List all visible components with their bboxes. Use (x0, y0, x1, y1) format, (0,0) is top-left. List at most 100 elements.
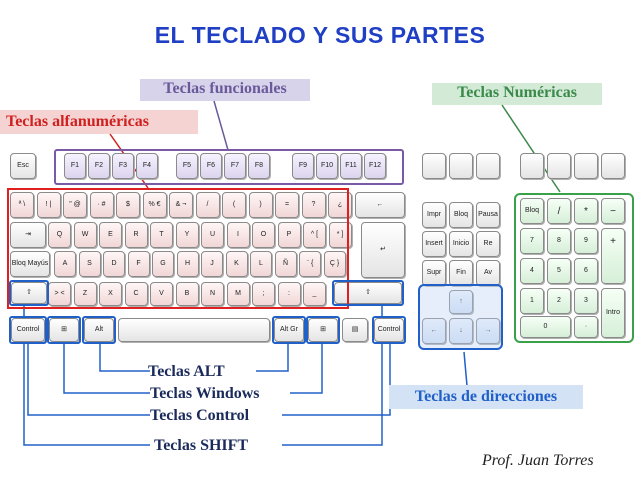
key-i[interactable]: I (226, 222, 250, 248)
key-numpad-top-2[interactable] (574, 153, 598, 179)
key-numpad-top-1[interactable] (547, 153, 571, 179)
key-numpad-minus[interactable]: − (601, 198, 625, 224)
key-f12[interactable]: F12 (364, 153, 386, 179)
key-f4[interactable]: F4 (136, 153, 158, 179)
key-q-row-10[interactable]: ^ [ (303, 222, 326, 248)
key-r[interactable]: R (124, 222, 148, 248)
key-numpad-4[interactable]: 4 (520, 258, 544, 284)
key-enter[interactable]: ↵ (361, 222, 405, 278)
key-a-row-10[interactable]: ¨ { (299, 251, 321, 277)
key-f11[interactable]: F11 (340, 153, 362, 179)
key-z-row-1[interactable]: Z (73, 282, 97, 306)
key-backspace[interactable]: ← (355, 192, 405, 218)
key-nav-top-0[interactable] (422, 153, 446, 179)
key-z-row-6[interactable]: N (201, 282, 224, 306)
key-nav-r3-0[interactable]: Supr (422, 260, 446, 286)
key-nav-r3-1[interactable]: Fin (449, 260, 473, 286)
key-a-row-4[interactable]: G (152, 251, 174, 277)
key-number-row-0[interactable]: ª \ (10, 192, 34, 218)
key-a-row-9[interactable]: Ñ (274, 251, 297, 277)
key-number-row-1[interactable]: ! | (36, 192, 61, 218)
key-f3[interactable]: F3 (112, 153, 134, 179)
key-a-row-0[interactable]: A (54, 251, 76, 277)
key-nav-r2-0[interactable]: Insert (422, 231, 446, 257)
key-numpad-top-0[interactable] (520, 153, 544, 179)
key-numpad-divide[interactable]: / (547, 198, 571, 224)
key-tab[interactable]: ⇥ (10, 222, 46, 248)
key-nav-r3-2[interactable]: Av Pág (476, 260, 500, 286)
key-nav-top-2[interactable] (476, 153, 500, 179)
key-z-row-9[interactable]: : (277, 282, 301, 306)
key-nav-r1-2[interactable]: Pausa (476, 202, 500, 228)
key-numpad-8[interactable]: 8 (547, 228, 571, 254)
key-w[interactable]: W (73, 222, 97, 248)
key-alt[interactable]: Alt (84, 318, 114, 342)
key-numpad-multiply[interactable]: * (574, 198, 598, 224)
key-z-row-4[interactable]: V (150, 282, 173, 306)
key-alt-gr[interactable]: Alt Gr (274, 318, 304, 342)
key-number-row-3[interactable]: · # (89, 192, 114, 218)
key-t[interactable]: T (150, 222, 173, 248)
key-q-row-11[interactable]: * ] (328, 222, 352, 248)
key-numpad-plus[interactable]: + (601, 228, 625, 284)
key-a-row-2[interactable]: D (103, 251, 125, 277)
key-numpad-2[interactable]: 2 (547, 288, 571, 314)
key-number-row-6[interactable]: & ¬ (169, 192, 193, 218)
key-numpad-top-3[interactable] (601, 153, 625, 179)
key-number-row-8[interactable]: ( (222, 192, 246, 218)
key-numpad-1[interactable]: 1 (520, 288, 544, 314)
key-menu[interactable]: ▤ (342, 318, 368, 342)
key-f6[interactable]: F6 (200, 153, 222, 179)
key-number-row-11[interactable]: ? (301, 192, 326, 218)
key-y[interactable]: Y (175, 222, 199, 248)
key-numpad-5[interactable]: 5 (547, 258, 571, 284)
key-number-row-7[interactable]: / (195, 192, 220, 218)
key-f5[interactable]: F5 (176, 153, 198, 179)
key-arrow-up[interactable]: ↑ (449, 290, 473, 314)
key-a-row-7[interactable]: K (225, 251, 248, 277)
key-arrow-down[interactable]: ↓ (449, 318, 473, 344)
key-z-row-7[interactable]: M (226, 282, 250, 306)
key-o[interactable]: O (252, 222, 275, 248)
key-e[interactable]: E (99, 222, 122, 248)
key-f2[interactable]: F2 (88, 153, 110, 179)
key-nav-top-1[interactable] (449, 153, 473, 179)
key-numpad-6[interactable]: 6 (574, 258, 598, 284)
key-z-row-2[interactable]: X (99, 282, 122, 306)
key-nav-r1-1[interactable]: Bloq Despl (449, 202, 473, 228)
key-number-row-2[interactable]: " @ (63, 192, 87, 218)
key-shift-right[interactable]: ⇧ (334, 282, 402, 304)
key-bloq-mayus[interactable]: Bloq Mayús (10, 251, 50, 277)
key-f1[interactable]: F1 (64, 153, 86, 179)
key-bloq-num[interactable]: Bloq Num (520, 198, 544, 224)
key-z-row-10[interactable]: _ (303, 282, 326, 306)
key-p[interactable]: P (277, 222, 301, 248)
key-esc[interactable]: Esc (10, 153, 36, 179)
key-a-row-3[interactable]: F (127, 251, 150, 277)
key-arrow-right[interactable]: → (476, 318, 500, 344)
key-nav-r2-2[interactable]: Re Pág (476, 231, 500, 257)
key-nav-r1-0[interactable]: Impr pant (422, 202, 446, 228)
key-control-left[interactable]: Control (11, 318, 45, 342)
key-numpad-intro[interactable]: Intro (601, 288, 625, 338)
key-arrow-left[interactable]: ← (422, 318, 446, 344)
key-shift-left[interactable]: ⇧ (11, 282, 47, 304)
key-windows-left[interactable]: ⊞ (49, 318, 79, 342)
key-u[interactable]: U (201, 222, 224, 248)
key-f7[interactable]: F7 (224, 153, 246, 179)
key-numpad-3[interactable]: 3 (574, 288, 598, 314)
key-a-row-6[interactable]: J (201, 251, 223, 277)
key-z-row-3[interactable]: C (124, 282, 148, 306)
key-control-right[interactable]: Control (374, 318, 404, 342)
key-nav-r2-1[interactable]: Inicio (449, 231, 473, 257)
key-z-row-8[interactable]: ; (252, 282, 275, 306)
key-a-row-11[interactable]: Ç } (323, 251, 346, 277)
key-q[interactable]: Q (48, 222, 71, 248)
key-numpad-9[interactable]: 9 (574, 228, 598, 254)
key-space[interactable] (118, 318, 270, 342)
key-number-row-10[interactable]: = (275, 192, 299, 218)
key-number-row-9[interactable]: ) (248, 192, 273, 218)
key-numpad-0[interactable]: 0 (520, 316, 571, 338)
key-a-row-8[interactable]: L (250, 251, 272, 277)
key-f9[interactable]: F9 (292, 153, 314, 179)
